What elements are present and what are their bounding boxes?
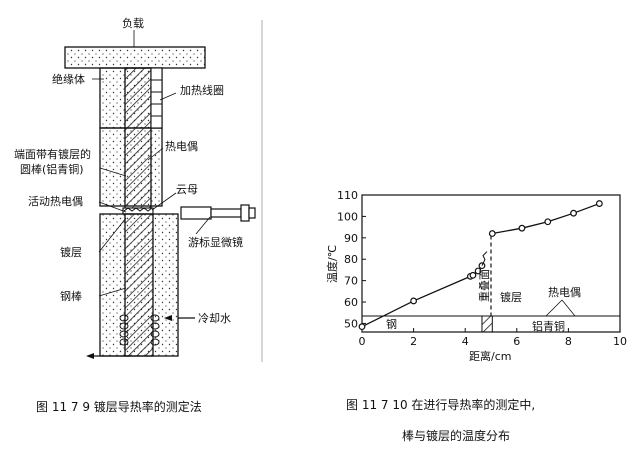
cooling-coil [119, 314, 160, 346]
steel-label: 钢 [386, 318, 397, 331]
movable-thermocouple-label: 活动热电偶 [28, 195, 83, 208]
left-figure-caption: 图 11 7 9 镀层导热率的测定法 [36, 400, 202, 414]
y-tick-label: 100 [337, 210, 358, 223]
coating-chart-label: 镀层 [500, 290, 522, 304]
data-point [410, 297, 418, 305]
rod-label-line1: 端面带有镀层的 [14, 147, 91, 161]
x-tick-label: 10 [613, 335, 627, 348]
y-axis-title: 温度/℃ [325, 245, 339, 283]
y-tick-label: 80 [344, 253, 358, 266]
x-tick-label: 2 [410, 335, 417, 348]
upper-rod [124, 67, 152, 211]
heating-coil-label: 加热线圈 [180, 83, 224, 97]
coating-transition-mark [481, 251, 488, 266]
data-point [358, 323, 366, 331]
thermocouple-chart-label: 热电偶 [548, 286, 581, 299]
right-figure-caption-line2: 棒与镀层的温度分布 [402, 429, 511, 443]
series-line-2 [492, 202, 600, 235]
y-tick-label: 70 [344, 275, 358, 288]
coating-label: 镀层 [60, 245, 82, 259]
chart-frame [361, 194, 621, 333]
thermocouple-label: 热电偶 [165, 140, 198, 153]
y-tick-label: 50 [344, 317, 358, 330]
steel-rod-label: 钢棒 [60, 289, 82, 303]
data-point [570, 209, 577, 217]
vernier-microscope [180, 204, 256, 222]
x-tick-label: 6 [513, 335, 520, 348]
insulator-label: 绝缘体 [52, 72, 85, 86]
rod-label-line2: 圆棒(铝青铜) [20, 162, 84, 176]
vernier-microscope-label: 游标显微镜 [188, 235, 243, 249]
temperature-chart: 50 60 70 80 90 100 110 0 2 4 6 8 10 钢 镀层 热电偶 铝青铜 重叠… [325, 189, 627, 363]
data-point [488, 230, 496, 237]
overlap-hatched-band [481, 315, 493, 333]
heating-coil [150, 67, 163, 129]
apparatus-diagram: 负载 绝缘体 加热线圈 端面带有镀层的 圆棒(铝青铜) 热电偶 云母 活动热电偶… [14, 16, 263, 362]
data-point [474, 267, 482, 275]
data-point [595, 200, 603, 207]
steel-rod [124, 213, 154, 357]
mica-label: 云母 [176, 183, 198, 196]
x-axis-ticks: 0 2 4 6 8 10 [359, 328, 627, 348]
y-tick-label: 60 [344, 296, 358, 309]
y-tick-label: 90 [344, 232, 358, 245]
y-axis-ticks: 50 60 70 80 90 100 110 [337, 189, 366, 330]
load-plate [64, 46, 206, 69]
data-point [544, 218, 552, 226]
x-tick-label: 0 [359, 335, 366, 348]
y-tick-label: 110 [337, 189, 358, 202]
x-axis-title: 距离/cm [469, 349, 511, 363]
cooling-water-label: 冷却水 [198, 312, 231, 325]
load-label: 负载 [122, 16, 144, 30]
data-point [518, 224, 526, 232]
aluminum-bronze-label: 铝青铜 [532, 319, 565, 333]
x-tick-label: 8 [565, 335, 572, 348]
right-figure-caption-line1: 图 11 7 10 在进行导热率的测定中, [346, 398, 536, 412]
overlap-plane-label: 重叠面 [477, 269, 491, 302]
x-tick-label: 4 [462, 335, 469, 348]
series-line-1 [361, 265, 483, 328]
series-layer [358, 200, 603, 331]
data-point [469, 271, 477, 279]
